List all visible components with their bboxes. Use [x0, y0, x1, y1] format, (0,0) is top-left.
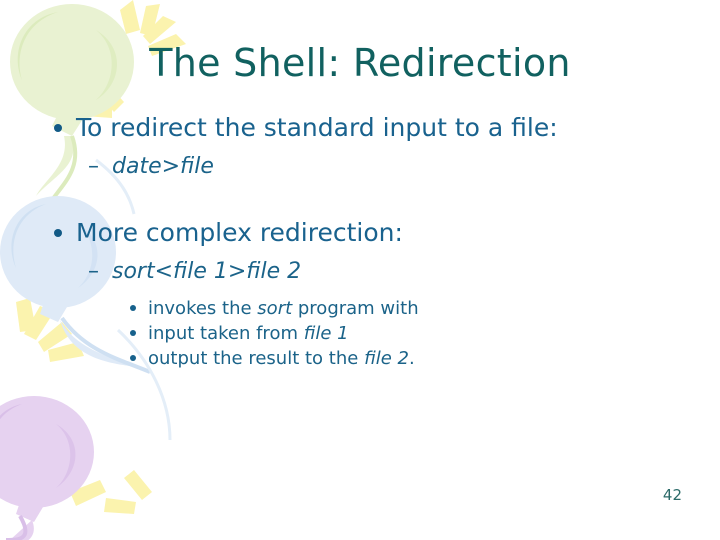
detail-text-pre: output the result to the: [148, 348, 365, 369]
spacer: [40, 143, 680, 153]
detail-text-emphasis: file 1: [303, 323, 349, 344]
spacer: [40, 181, 680, 217]
bullet-dot-icon: [54, 229, 62, 237]
bullet-item-level1: More complex redirection:: [40, 217, 676, 248]
sub-bullet-text: date>file: [112, 154, 214, 179]
bullet-dot-icon: [54, 124, 62, 132]
spacer: [40, 248, 680, 258]
detail-item: invokes the sort program with: [40, 296, 680, 321]
purple-balloon: [0, 396, 94, 540]
bullet-dot-icon: [130, 330, 136, 336]
detail-text-emphasis: sort: [257, 298, 293, 319]
bullet-dot-icon: [130, 355, 136, 361]
sub-bullet-item-date-redirect: – date>file: [40, 153, 680, 181]
detail-item: output the result to the file 2.: [40, 346, 680, 371]
detail-text-pre: invokes the: [148, 298, 258, 319]
dash-marker-icon: –: [88, 259, 99, 284]
bullet-text: To redirect the standard input to a file…: [76, 113, 558, 142]
detail-text-post: .: [408, 348, 415, 369]
page-title: The Shell: Redirection: [149, 41, 571, 85]
detail-text-pre: input taken from: [148, 323, 304, 344]
bullet-text: More complex redirection:: [76, 218, 403, 247]
sub-bullet-item-sort-redirect: – sort<file 1>file 2: [40, 258, 680, 286]
yellow-rays-bottom: [40, 462, 152, 514]
detail-text-emphasis: file 2: [364, 348, 409, 369]
detail-text-post: program with: [292, 298, 419, 319]
detail-item: input taken from file 1: [40, 321, 680, 346]
page-number: 42: [662, 486, 682, 504]
spacer: [40, 286, 680, 296]
bullet-item-level1: To redirect the standard input to a file…: [40, 112, 676, 143]
bullet-dot-icon: [130, 305, 136, 311]
dash-marker-icon: –: [88, 154, 99, 179]
sub-bullet-text: sort<file 1>file 2: [112, 259, 302, 284]
slide-body: To redirect the standard input to a file…: [40, 112, 680, 371]
